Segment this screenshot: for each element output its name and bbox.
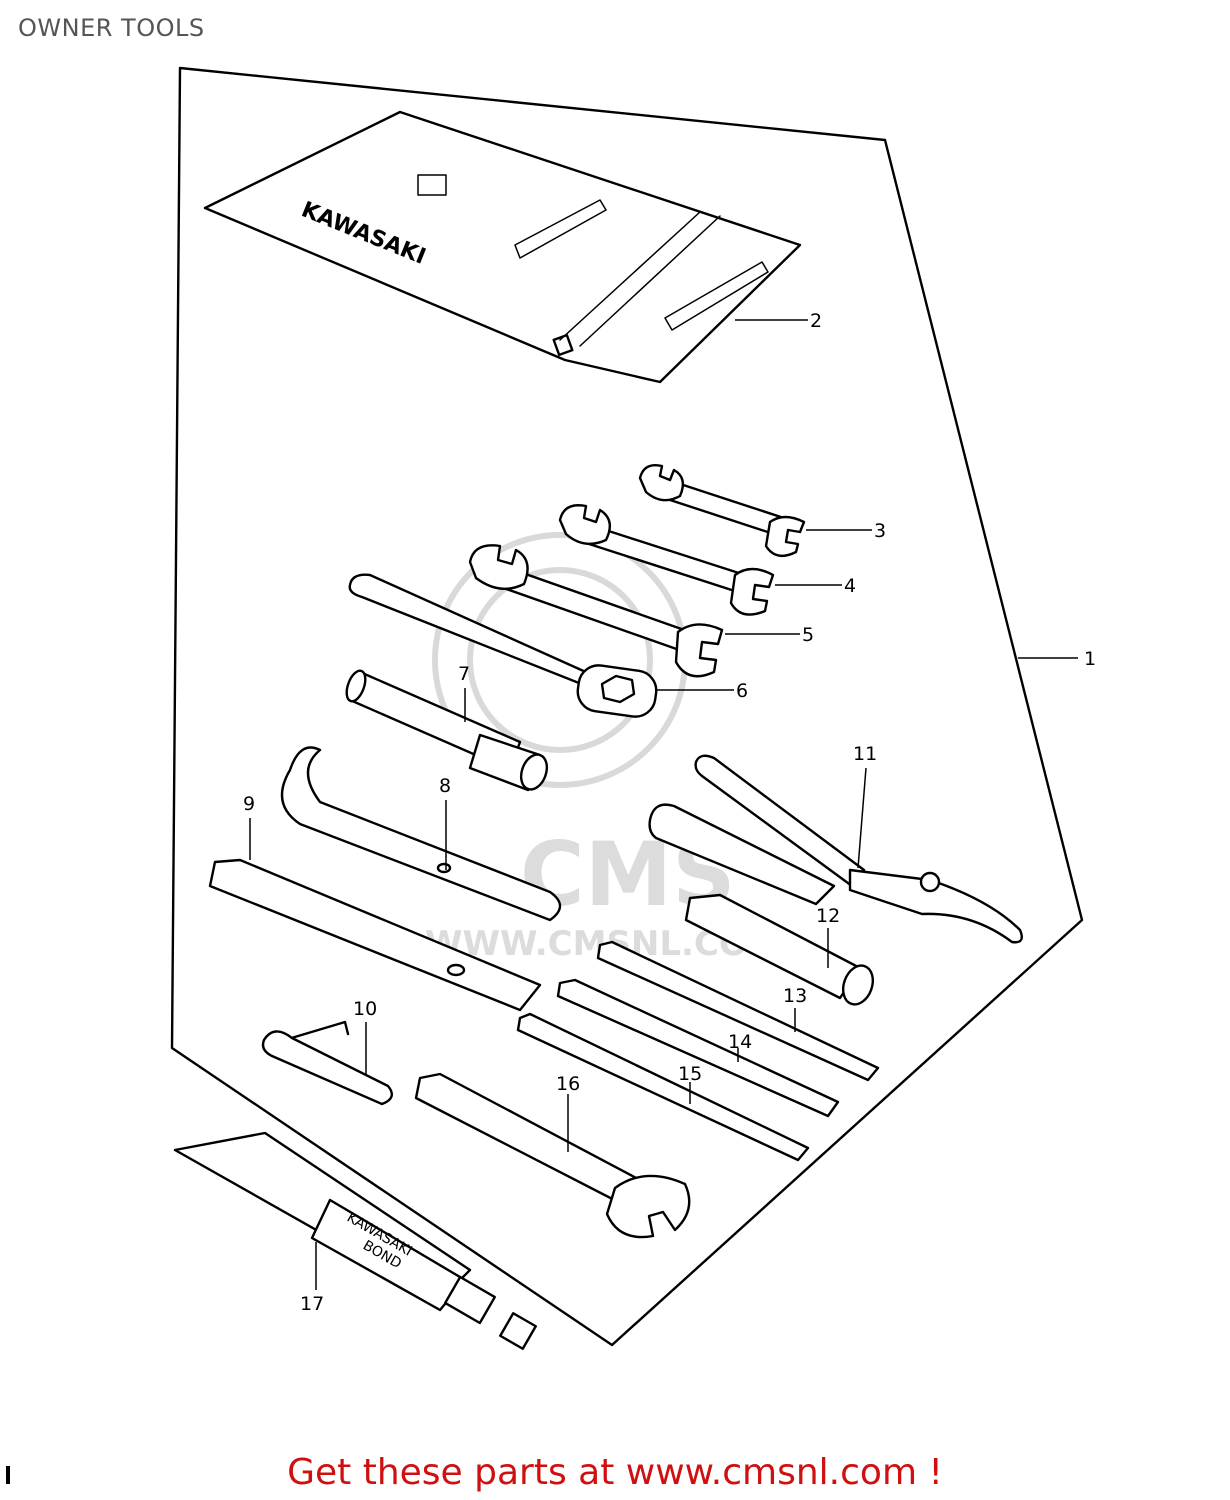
callout-15: 15 <box>678 1063 702 1085</box>
open-wrench-medium <box>558 504 775 616</box>
callout-13: 13 <box>783 985 807 1007</box>
open-wrench-large <box>468 544 724 678</box>
callout-2: 2 <box>810 310 822 332</box>
callout-labels: 1 2 3 4 5 6 7 8 9 10 11 12 13 14 15 16 1… <box>243 310 1096 1315</box>
callout-4: 4 <box>844 575 856 597</box>
bond-tube: KAWASAKI BOND <box>173 1131 537 1350</box>
callout-9: 9 <box>243 793 255 815</box>
screwdriver-flat <box>516 1012 810 1162</box>
screwdriver-bit <box>556 978 840 1118</box>
callout-5: 5 <box>802 624 814 646</box>
tool-kit-boundary <box>170 66 1084 1347</box>
hook-spanner <box>280 746 562 922</box>
tool-pouch: KAWASAKI <box>203 110 802 384</box>
callout-10: 10 <box>353 998 377 1020</box>
edge-mark <box>6 1466 10 1484</box>
plug-wrench <box>345 669 549 792</box>
callout-8: 8 <box>439 775 451 797</box>
leader-lines <box>249 319 1078 1290</box>
callout-14: 14 <box>728 1031 752 1053</box>
callout-12: 12 <box>816 905 840 927</box>
screwdriver-phillips <box>596 940 880 1082</box>
screwdriver-handle <box>684 893 875 1006</box>
pliers <box>648 754 1023 944</box>
callout-16: 16 <box>556 1073 580 1095</box>
callout-11: 11 <box>853 743 877 765</box>
extension-bar <box>208 858 542 1012</box>
box-wrench <box>348 573 658 718</box>
wrench-with-brand <box>414 1072 691 1239</box>
hex-wrench <box>261 1020 394 1106</box>
open-wrench-small <box>638 464 806 558</box>
callout-7: 7 <box>458 663 470 685</box>
callout-6: 6 <box>736 680 748 702</box>
page-title: OWNER TOOLS <box>18 14 205 42</box>
callout-1: 1 <box>1084 648 1096 670</box>
callout-3: 3 <box>874 520 886 542</box>
callout-17: 17 <box>300 1293 324 1315</box>
footer-link[interactable]: Get these parts at www.cmsnl.com ! <box>287 1452 943 1493</box>
